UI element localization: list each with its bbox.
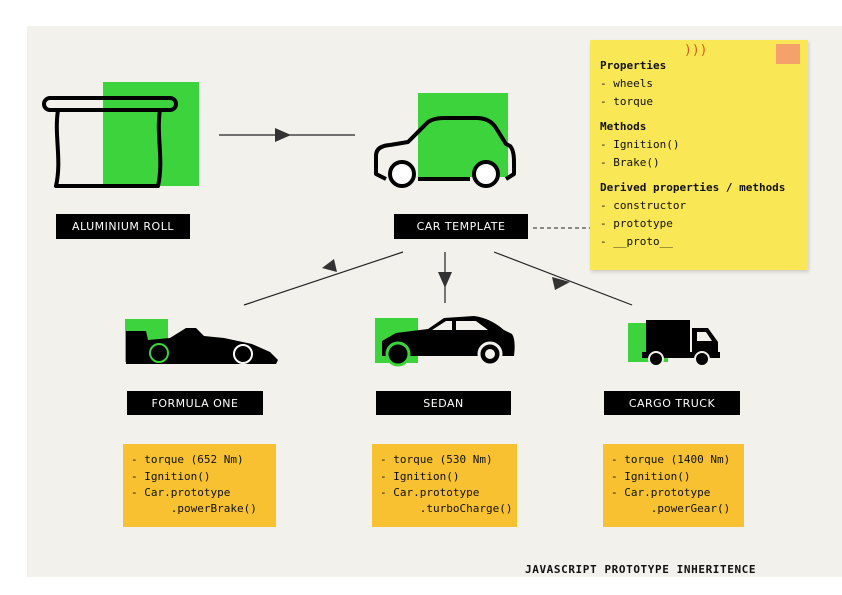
card-line: - Car.prototype bbox=[611, 486, 711, 499]
method-item: - Ignition() bbox=[600, 138, 680, 151]
sedan-label: SEDAN bbox=[376, 391, 511, 415]
card-line: - torque (652 Nm) bbox=[131, 453, 244, 466]
card-line: - Ignition() bbox=[611, 470, 691, 483]
cargo-truck-card: - torque (1400 Nm) - Ignition() - Car.pr… bbox=[603, 444, 744, 527]
arrow-template-to-sedan bbox=[438, 252, 452, 303]
sticky-note: ))) Properties - wheels - torque Methods… bbox=[590, 40, 808, 270]
diagram-title: JAVASCRIPT PROTOTYPE INHERITENCE bbox=[525, 563, 757, 576]
card-line: .powerBrake() bbox=[131, 502, 257, 515]
formula-one-label: FORMULA ONE bbox=[127, 391, 263, 415]
formula-one-car-icon bbox=[126, 328, 278, 364]
arrow-roll-to-template bbox=[219, 128, 355, 142]
property-item: - torque bbox=[600, 95, 653, 108]
card-line: .powerGear() bbox=[611, 502, 731, 515]
derived-item: - constructor bbox=[600, 199, 687, 212]
aluminium-roll-icon bbox=[42, 96, 178, 188]
sedan-car-icon bbox=[382, 316, 515, 367]
method-item: - Brake() bbox=[600, 156, 660, 169]
car-template-label: CAR TEMPLATE bbox=[394, 214, 528, 239]
card-line: - Car.prototype bbox=[380, 486, 480, 499]
methods-heading: Methods bbox=[600, 120, 647, 133]
card-line: - Ignition() bbox=[380, 470, 460, 483]
cargo-truck-icon bbox=[642, 320, 720, 367]
derived-heading: Derived properties / methods bbox=[600, 181, 786, 194]
cargo-truck-label: CARGO TRUCK bbox=[604, 391, 740, 415]
card-line: - torque (1400 Nm) bbox=[611, 453, 731, 466]
card-line: - Ignition() bbox=[131, 470, 211, 483]
note-tab bbox=[776, 44, 800, 64]
aluminium-roll-label: ALUMINIUM ROLL bbox=[56, 214, 190, 239]
arrow-template-to-formula-one bbox=[243, 251, 404, 306]
car-outline-icon bbox=[374, 116, 516, 188]
property-item: - wheels bbox=[600, 77, 653, 90]
note-squiggle: ))) bbox=[684, 43, 708, 58]
formula-one-card: - torque (652 Nm) - Ignition() - Car.pro… bbox=[123, 444, 276, 527]
derived-item: - __proto__ bbox=[600, 235, 673, 248]
card-line: - Car.prototype bbox=[131, 486, 231, 499]
properties-heading: Properties bbox=[600, 59, 667, 72]
card-line: .turboCharge() bbox=[380, 502, 513, 515]
sedan-card: - torque (530 Nm) - Ignition() - Car.pro… bbox=[372, 444, 517, 527]
arrow-template-to-cargo-truck bbox=[493, 251, 633, 306]
card-line: - torque (530 Nm) bbox=[380, 453, 493, 466]
derived-item: - prototype bbox=[600, 217, 673, 230]
